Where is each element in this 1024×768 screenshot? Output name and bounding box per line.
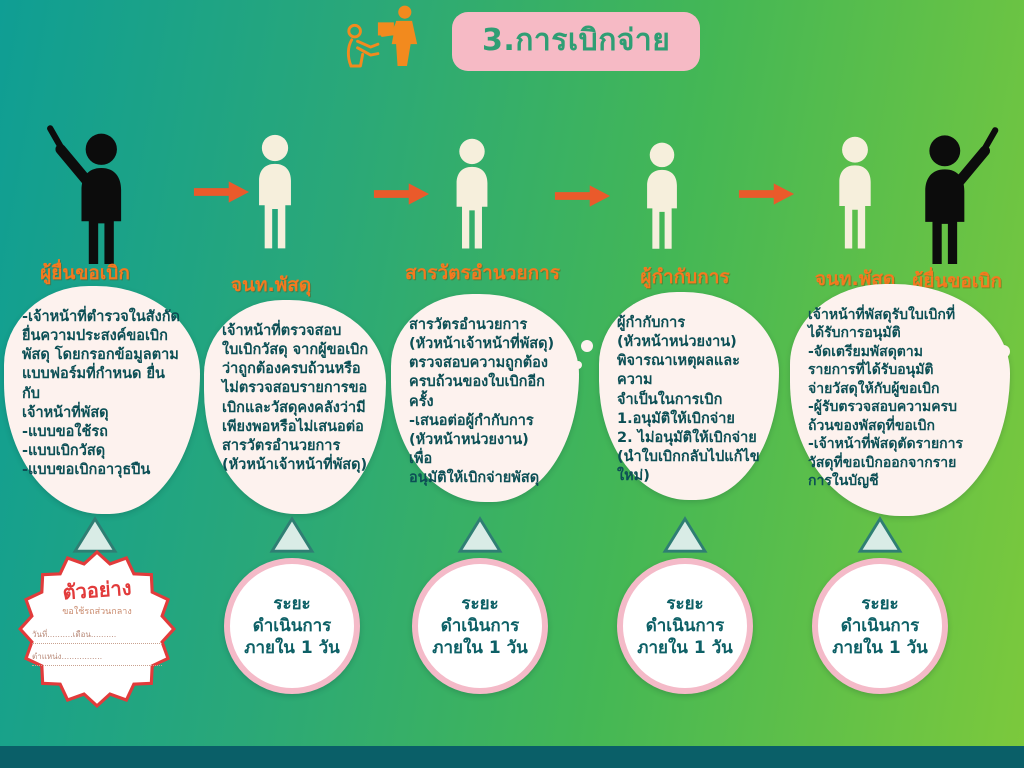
speech-bubble: -เจ้าหน้าที่ตำรวจในสังกัด ยื่นความประสงค…: [4, 286, 200, 514]
person-icon: [634, 140, 690, 254]
speech-bubble: ผู้กำกับการ (หัวหน้าหน่วยงาน) พิจารณาเหต…: [599, 292, 779, 501]
duration-circle: ระยะ ดำเนินการ ภายใน 1 วัน: [812, 558, 948, 694]
stage-label-admin-inspector: สารวัตรอำนวยการ: [405, 262, 560, 284]
up-triangle-icon: [662, 516, 708, 554]
person-presenter-icon: [896, 120, 1008, 264]
up-triangle-icon: [269, 516, 315, 554]
duration-text: ระยะ ดำเนินการ ภายใน 1 วัน: [432, 593, 528, 659]
speech-bubble: สารวัตรอำนวยการ (หัวหน้าเจ้าหน้าที่พัสดุ…: [391, 294, 579, 503]
duration-circle: ระยะ ดำเนินการ ภายใน 1 วัน: [617, 558, 753, 694]
stage-label-requester: ผู้ยื่นขอเบิก: [40, 262, 130, 284]
person-icon: [245, 132, 305, 254]
flow-arrow-icon: [553, 184, 611, 208]
bubble-dot: [997, 345, 1010, 358]
duration-circle: ระยะ ดำเนินการ ภายใน 1 วัน: [412, 558, 548, 694]
person-icon: [826, 134, 884, 254]
person-presenter-icon: [38, 118, 150, 264]
sample-form-seal: ตัวอย่าง ขอใช้รถส่วนกลาง วันที่.........…: [18, 550, 176, 708]
speech-bubble-text: เจ้าหน้าที่ตรวจสอบ ใบเบิกวัสดุ จากผู้ขอเ…: [222, 323, 369, 473]
speech-bubble-text: -เจ้าหน้าที่ตำรวจในสังกัด ยื่นความประสงค…: [22, 309, 180, 478]
page-title: 3.การเบิกจ่าย: [452, 12, 701, 71]
duration-text: ระยะ ดำเนินการ ภายใน 1 วัน: [832, 593, 928, 659]
duration-text: ระยะ ดำเนินการ ภายใน 1 วัน: [637, 593, 733, 659]
sample-doc-title: ขอใช้รถส่วนกลาง: [62, 607, 132, 617]
speech-bubble: เจ้าหน้าที่ตรวจสอบ ใบเบิกวัสดุ จากผู้ขอเ…: [204, 300, 386, 514]
duration-circle: ระยะ ดำเนินการ ภายใน 1 วัน: [224, 558, 360, 694]
sample-position-line: ตำแหน่ง................: [32, 650, 162, 666]
speech-bubble-text: เจ้าหน้าที่พัสดุรับใบเบิกที่ ได้รับการอน…: [808, 307, 964, 490]
speech-bubble: เจ้าหน้าที่พัสดุรับใบเบิกที่ ได้รับการอน…: [790, 284, 1010, 516]
sample-date-line: วันที่..........เดือน..........: [32, 628, 162, 644]
footer-bar: [0, 746, 1024, 768]
up-triangle-icon: [857, 516, 903, 554]
speech-bubble-text: ผู้กำกับการ (หัวหน้าหน่วยงาน) พิจารณาเหต…: [617, 315, 760, 484]
duration-text: ระยะ ดำเนินการ ภายใน 1 วัน: [244, 593, 340, 659]
up-triangle-icon: [72, 516, 118, 554]
flow-arrow-icon: [737, 182, 795, 206]
up-triangle-icon: [457, 516, 503, 554]
flow-arrow-icon: [192, 180, 250, 204]
stage-label-requester-final: ผู้ยื่นขอเบิก: [912, 270, 1002, 292]
bubble-dot: [574, 361, 582, 369]
speech-bubble-text: สารวัตรอำนวยการ (หัวหน้าเจ้าหน้าที่พัสดุ…: [409, 317, 555, 486]
stage-label-supply-officer: จนท.พัสดุ: [230, 274, 312, 296]
flow-arrow-icon: [372, 182, 430, 206]
bubble-dot: [581, 340, 593, 352]
stage-label-superintendent: ผู้กำกับการ: [640, 266, 730, 288]
person-icon: [443, 136, 501, 254]
delivery-handoff-icon: [343, 2, 423, 84]
